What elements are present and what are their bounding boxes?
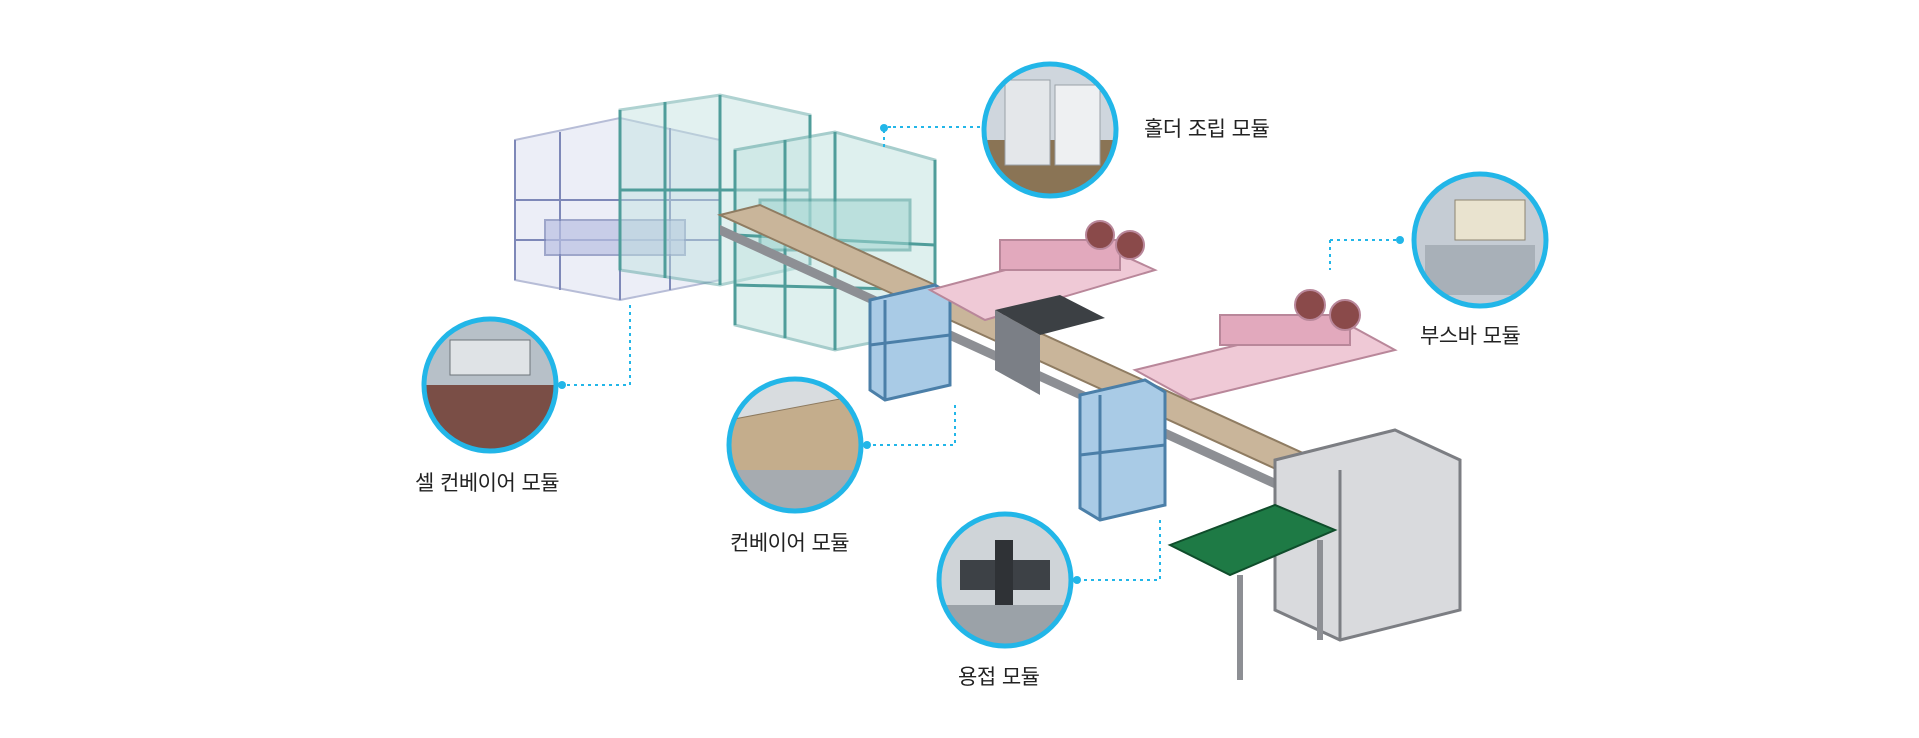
- photo-holder-module: [981, 61, 1119, 199]
- green-belt: [1167, 503, 1338, 680]
- label-conveyor-module: 컨베이어 모듈: [730, 531, 850, 555]
- photo-welding-module: [936, 511, 1074, 649]
- blue-station-1: [868, 283, 952, 402]
- label-busbar-module: 부스바 모듈: [1420, 324, 1521, 348]
- label-holder-module: 홀더 조립 모듈: [1144, 117, 1270, 141]
- pink-station-1: [927, 220, 1158, 322]
- photo-cell-conveyor-module: [421, 316, 559, 454]
- pink-station-2: [1132, 289, 1398, 402]
- label-welding-module: 용접 모듈: [958, 665, 1040, 689]
- callout-dots: [558, 124, 1404, 584]
- dark-table: [995, 295, 1105, 395]
- photo-busbar-module: [1411, 171, 1549, 309]
- label-cell-conveyor-module: 셀 컨베이어 모듈: [415, 471, 560, 495]
- photo-conveyor-module: [726, 376, 864, 514]
- blue-station-2: [1078, 378, 1167, 522]
